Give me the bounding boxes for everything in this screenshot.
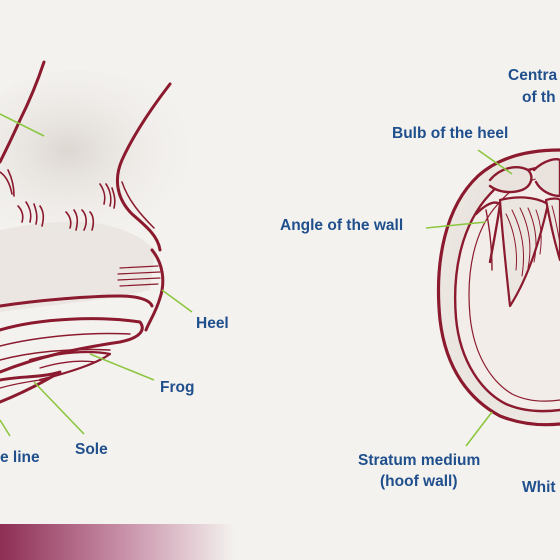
label-sole: Sole (75, 441, 108, 458)
leader-heel (161, 289, 193, 313)
frog-cleft (39, 360, 97, 369)
leader-white-line (0, 419, 11, 437)
leader-sole (33, 381, 85, 435)
frog-texture (505, 205, 560, 277)
frog-right (498, 196, 550, 308)
label-central-partial-1: Centra (508, 67, 558, 84)
heel-bulb-left (488, 166, 533, 194)
footer-band-divider (0, 518, 560, 524)
label-hoof-wall: (hoof wall) (380, 473, 458, 490)
side-view-shading (0, 70, 200, 250)
bar-left-inner (485, 209, 493, 271)
sole-outer (0, 317, 144, 374)
label-heel: Heel (196, 315, 229, 332)
footer-gradient-band (0, 518, 560, 560)
label-central-partial-2: of th (522, 89, 556, 106)
label-white-line-partial: e line (0, 449, 40, 466)
label-frog: Frog (160, 379, 195, 396)
leader-top-left (0, 113, 45, 137)
coronet-line-back (121, 181, 155, 229)
toe-front-bottom (0, 370, 62, 404)
label-angle-of-wall: Angle of the wall (280, 217, 404, 234)
leg-back-outline (115, 82, 172, 252)
frog-right-2 (544, 197, 560, 262)
white-line-left (0, 379, 41, 389)
label-bulb-of-heel: Bulb of the heel (392, 125, 509, 142)
sole-inner-2 (0, 348, 111, 361)
sole-inner-1 (0, 332, 131, 347)
heel-curve (144, 248, 165, 332)
solar-view-hoof (436, 148, 560, 427)
label-white-partial: Whit (522, 479, 556, 496)
label-stratum-medium: Stratum medium (358, 452, 481, 469)
leader-frog (89, 353, 155, 381)
heel-tubules (117, 265, 161, 287)
leader-stratum (465, 411, 493, 447)
side-view-hoof (0, 60, 200, 404)
hoof-wall-outline (0, 294, 154, 308)
heel-bulb-right (532, 158, 560, 198)
leader-lines (0, 113, 513, 447)
hoof-shading (0, 221, 155, 312)
frog-outline (28, 350, 112, 382)
leader-angle (425, 221, 487, 229)
hair-tufts (0, 169, 116, 231)
leg-front-outline (0, 60, 46, 164)
leader-bulb (477, 149, 513, 175)
